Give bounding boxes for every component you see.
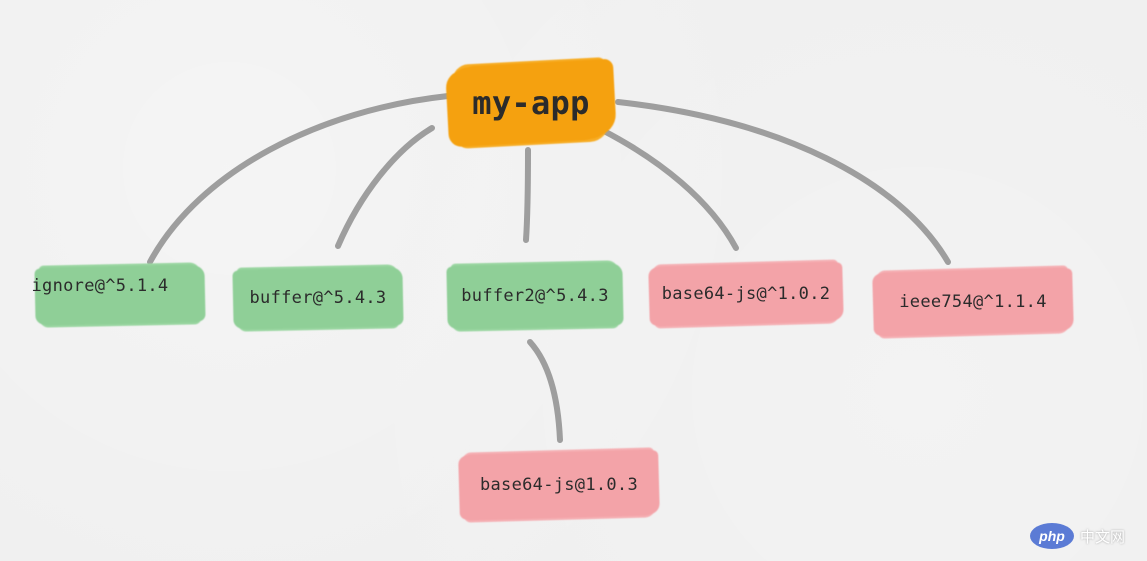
- dependency-node-label: ieee754@^1.1.4: [899, 292, 1047, 312]
- link-root-ignore: [147, 93, 451, 265]
- root-node-label: my-app: [472, 84, 590, 122]
- root-node-my-app: my-app: [450, 59, 612, 147]
- dependency-node-buffer: buffer@^5.4.3: [235, 266, 401, 330]
- dependency-node-label: buffer@^5.4.3: [249, 288, 387, 308]
- link-buffer2-base64-js-nested: [527, 339, 563, 443]
- link-root-buffer2: [523, 147, 531, 243]
- link-root-base64-js: [599, 127, 739, 251]
- php-watermark: php 中文网: [1029, 523, 1125, 549]
- watermark-text: 中文网: [1079, 528, 1125, 546]
- dependency-node-ignore: ignore@^5.1.4: [32, 264, 203, 326]
- nested-dependency-node-base64-js: base64-js@1.0.3: [461, 449, 657, 521]
- dependency-node-label: base64-js@^1.0.2: [661, 284, 831, 304]
- dependency-node-label: base64-js@1.0.3: [479, 475, 639, 495]
- dependency-node-label: ignore@^5.1.4: [31, 276, 169, 296]
- dependency-node-label: buffer2@^5.4.3: [461, 286, 609, 306]
- dependency-node-buffer2: buffer2@^5.4.3: [449, 262, 621, 330]
- php-logo-icon: php: [1029, 523, 1074, 549]
- link-root-ieee754: [615, 99, 951, 265]
- dependency-node-ieee754: ieee754@^1.1.4: [875, 267, 1071, 337]
- dependency-node-base64-js: base64-js@^1.0.2: [651, 261, 841, 327]
- link-root-buffer: [335, 125, 435, 249]
